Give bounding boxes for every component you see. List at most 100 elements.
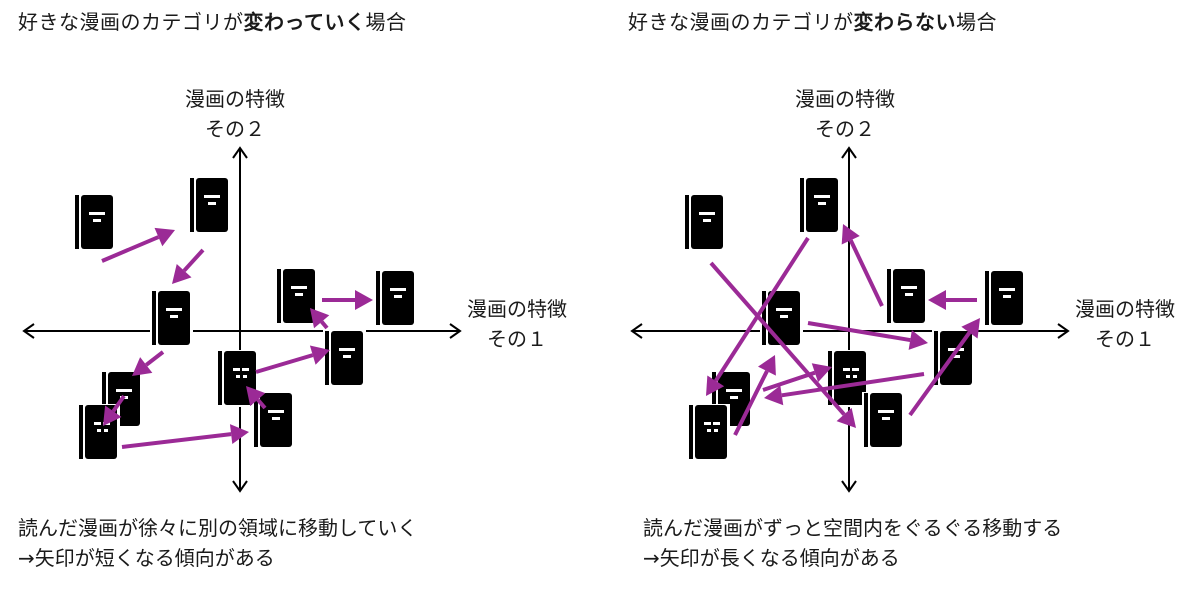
book-label-line xyxy=(878,410,894,413)
book-spine xyxy=(325,331,329,385)
right-x-axis-label: 漫画の特徴 その１ xyxy=(1060,294,1190,354)
book-label-line xyxy=(999,288,1015,291)
arrow-shaft xyxy=(714,236,810,382)
book-icon xyxy=(150,290,193,347)
arrow-head xyxy=(706,375,725,396)
book-label-line xyxy=(814,195,830,198)
book-spine xyxy=(762,291,766,345)
arrow-shaft xyxy=(101,235,160,263)
left-movement-arrow xyxy=(132,350,165,376)
book-label-line xyxy=(726,389,742,392)
book-icon xyxy=(374,270,417,327)
left-movement-arrow xyxy=(121,424,249,449)
left-panel-title: 好きな漫画のカテゴリが変わっていく場合 xyxy=(18,6,407,35)
book-spine xyxy=(689,405,693,459)
arrow-head xyxy=(355,290,373,310)
arrow-shaft xyxy=(733,370,769,436)
book-label-line xyxy=(166,308,182,311)
arrow-head xyxy=(841,224,860,245)
book-label-line xyxy=(846,375,850,378)
book-icon xyxy=(683,194,726,251)
arrow-head xyxy=(836,407,856,428)
book-icon xyxy=(188,177,231,234)
book-spine xyxy=(712,372,716,426)
book-spine xyxy=(254,393,258,447)
arrow-shaft xyxy=(121,432,232,449)
arrow-shaft xyxy=(781,372,925,398)
book-label-line xyxy=(242,368,249,371)
book-spine xyxy=(152,291,156,345)
book-label-line xyxy=(776,308,792,311)
book-label-line xyxy=(1003,295,1011,298)
book-label-line xyxy=(94,422,101,425)
book-label-line xyxy=(291,286,307,289)
arrow-shaft xyxy=(255,353,314,374)
book-icon xyxy=(983,270,1026,327)
book-label-line xyxy=(818,202,826,205)
arrow-shaft xyxy=(807,321,911,343)
book-label-line xyxy=(268,410,284,413)
book-icon xyxy=(687,404,730,461)
right-x-axis-arrow-right xyxy=(1057,323,1070,339)
arrow-shaft xyxy=(848,239,884,307)
left-title-suffix: 場合 xyxy=(365,10,407,34)
book-label-line xyxy=(394,295,402,298)
book-label-line xyxy=(343,355,351,358)
right-title-suffix: 場合 xyxy=(956,10,997,34)
book-spine xyxy=(277,269,281,323)
book-label-line xyxy=(901,286,917,289)
book-label-line xyxy=(703,219,711,222)
arrows-layer xyxy=(101,224,980,449)
arrow-shaft xyxy=(908,331,972,417)
book-label-line xyxy=(699,212,715,215)
book-label-line xyxy=(853,375,857,378)
book-spine xyxy=(79,405,83,459)
arrow-shaft xyxy=(145,350,165,367)
arrow-shaft xyxy=(111,394,126,413)
right-movement-arrow xyxy=(733,355,776,436)
book-label-line xyxy=(170,315,178,318)
book-icon xyxy=(323,330,366,387)
arrow-head xyxy=(246,386,266,407)
book-label-line xyxy=(89,212,105,215)
book-spine xyxy=(887,269,891,323)
book-spine xyxy=(985,271,989,325)
left-x-axis-label: 漫画の特徴 その１ xyxy=(452,294,582,354)
left-x-axis-label-line2: その１ xyxy=(487,327,547,351)
right-movement-arrow xyxy=(908,318,980,417)
right-x-axis-arrow-left xyxy=(630,323,643,339)
left-movement-arrow xyxy=(322,290,373,310)
book-label-line xyxy=(704,422,711,425)
arrow-head xyxy=(132,357,153,376)
book-label-line xyxy=(204,195,220,198)
book-label-line xyxy=(390,288,406,291)
book-label-line xyxy=(843,368,850,371)
book-spine xyxy=(864,393,868,447)
book-label-line xyxy=(730,396,738,399)
book-icon xyxy=(862,392,905,449)
book-label-line xyxy=(707,429,711,432)
right-x-axis-label-line1: 漫画の特徴 xyxy=(1075,297,1175,321)
right-caption-line1: 読んだ漫画がずっと空間内をぐるぐる移動する xyxy=(643,516,1063,540)
book-label-line xyxy=(236,375,240,378)
book-spine xyxy=(102,372,106,426)
book-icon xyxy=(275,268,318,325)
right-caption-line2: →矢印が長くなる傾向がある xyxy=(643,546,900,570)
left-title-emphasis: 変わっていく xyxy=(243,10,366,34)
book-label-line xyxy=(780,315,788,318)
right-movement-arrow xyxy=(928,290,977,310)
arrow-shaft xyxy=(182,248,205,273)
left-x-axis-arrow-left xyxy=(22,323,35,339)
book-label-line xyxy=(243,375,247,378)
arrow-head xyxy=(764,385,784,406)
book-icon xyxy=(216,350,259,407)
arrow-head xyxy=(154,227,175,247)
book-label-line xyxy=(104,429,108,432)
arrow-shaft xyxy=(762,370,816,392)
right-title-prefix: 好きな漫画のカテゴリが xyxy=(628,10,854,34)
right-y-axis-arrow-up xyxy=(841,146,857,159)
book-spine xyxy=(190,178,194,232)
left-y-axis-arrow-up xyxy=(232,146,248,159)
right-x-axis-label-line2: その１ xyxy=(1095,327,1155,351)
